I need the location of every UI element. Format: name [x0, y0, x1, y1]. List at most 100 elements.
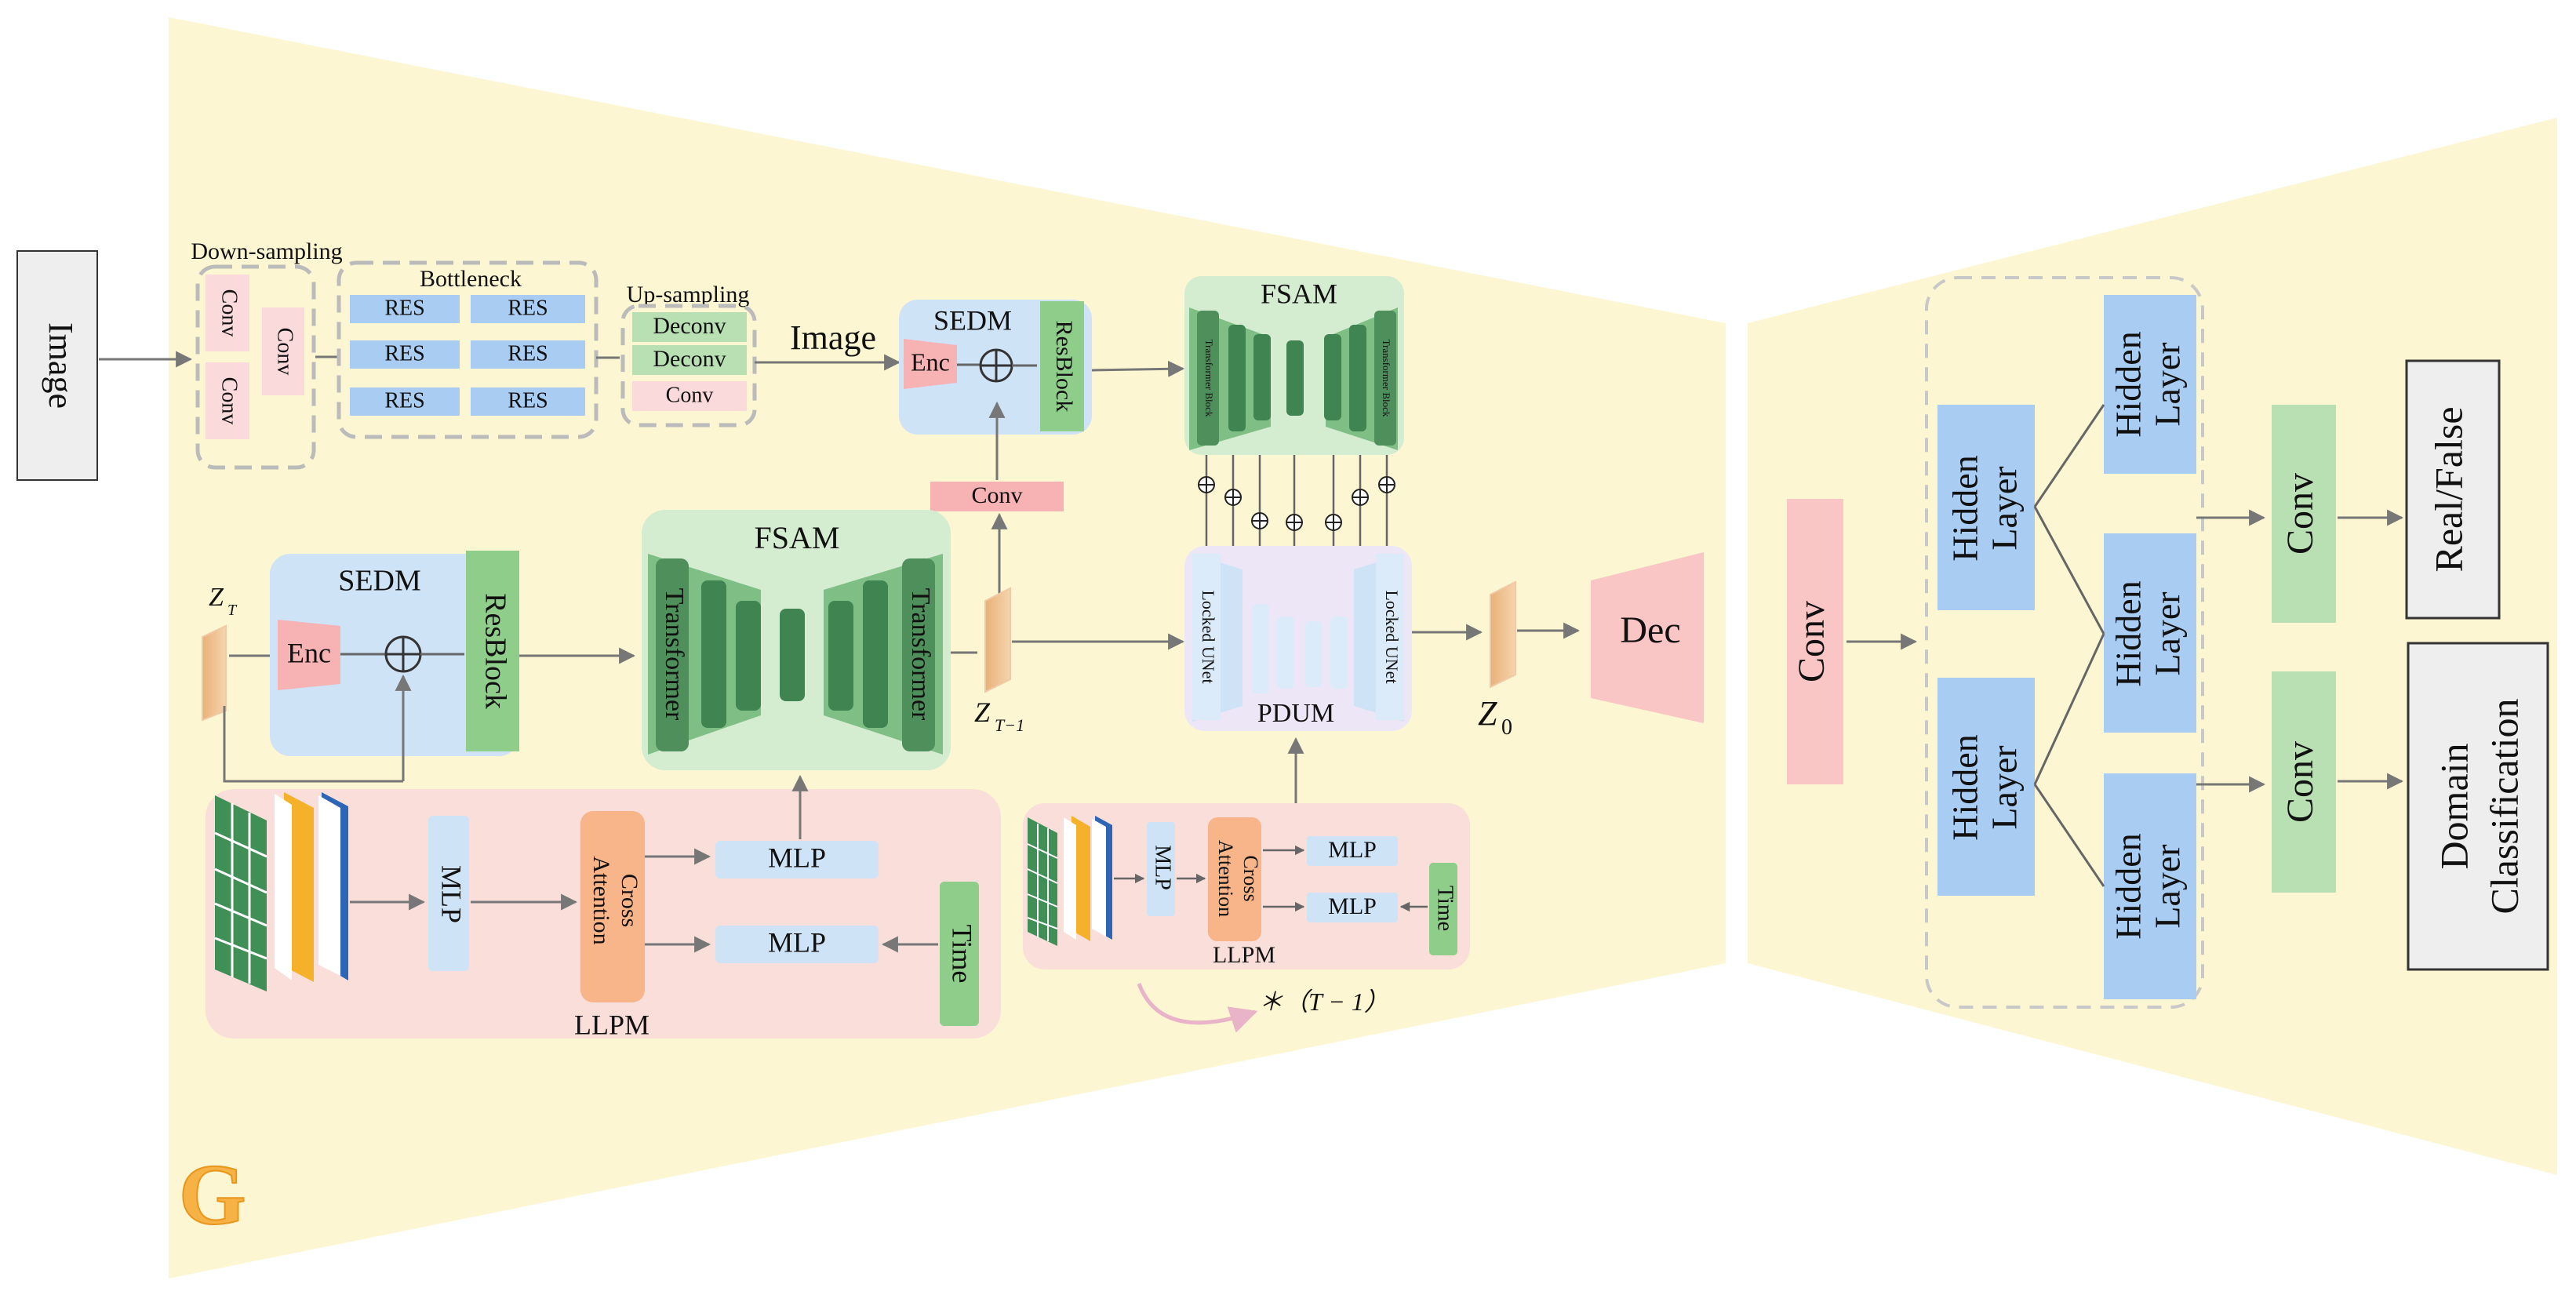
latent-ztm1: Z T−1 [974, 587, 1024, 735]
svg-text:Deconv: Deconv [653, 346, 726, 372]
svg-text:T−1: T−1 [995, 715, 1024, 735]
svg-text:FSAM: FSAM [1261, 278, 1337, 309]
svg-text:T: T [227, 602, 238, 619]
svg-text:SEDM: SEDM [338, 565, 421, 598]
llpm-big-cross-attention [580, 811, 645, 1002]
llpm-big-mlp-bottom [715, 926, 879, 963]
plus-circles [1198, 476, 1395, 531]
svg-text:RES: RES [384, 341, 424, 366]
svg-text:Enc: Enc [287, 637, 331, 668]
discriminator: Conv Hidden Layer Hidden Layer Hidden La… [1787, 276, 2549, 1009]
top-sedm-enc [904, 339, 957, 389]
llpm-small: MLP Cross Attention LLPM MLP MLP Time [1023, 803, 1470, 969]
svg-text:Dec: Dec [1620, 609, 1680, 651]
svg-text:ResBlock: ResBlock [478, 593, 511, 709]
svg-text:Layer: Layer [2148, 844, 2188, 928]
svg-text:FSAM: FSAM [755, 520, 840, 555]
top-sedm-resblock [1040, 301, 1084, 431]
svg-text:Layer: Layer [2148, 591, 2188, 675]
generator-letter: G [179, 1147, 246, 1242]
svg-text:Hidden: Hidden [2108, 580, 2148, 686]
input-image-box: Image [16, 250, 98, 481]
mid-sedm-resblock [466, 551, 519, 751]
upsampling-conv: Conv [632, 381, 747, 411]
svg-text:Time: Time [947, 925, 978, 984]
svg-text:Enc: Enc [911, 347, 950, 376]
svg-text:Z: Z [974, 697, 991, 728]
latent-zt: Z T [202, 583, 238, 722]
repeat-arc [1137, 983, 1258, 1033]
svg-text:Locked UNet: Locked UNet [1382, 590, 1402, 683]
disc-conv-top [2272, 405, 2336, 623]
svg-text:Transformer: Transformer [906, 588, 935, 721]
mid-sedm: SEDM Enc ResBlock [270, 551, 519, 756]
svg-text:Layer: Layer [1985, 466, 2025, 550]
llpm-small-cross-attention [1208, 817, 1261, 941]
downsampling-conv-1: Conv [206, 275, 249, 351]
bottleneck-res-1: RES [350, 295, 460, 323]
svg-text:RES: RES [384, 296, 424, 320]
svg-text:Cross: Cross [617, 874, 642, 927]
svg-text:Transformer: Transformer [660, 588, 689, 721]
llpm-small-mlp-in [1147, 822, 1175, 916]
svg-text:Z: Z [1478, 694, 1497, 733]
top-fsam-right-block: Transformer Block [1381, 340, 1392, 417]
feature-map-stack [214, 792, 348, 991]
svg-text:Attention: Attention [588, 856, 614, 944]
llpm-big-time [940, 882, 979, 1026]
svg-text:MLP: MLP [1328, 893, 1377, 919]
svg-text:Locked UNet: Locked UNet [1199, 590, 1218, 683]
small-conv: Conv [930, 482, 1064, 511]
bottleneck-res-4: RES [471, 340, 585, 369]
svg-text:MLP: MLP [768, 926, 826, 958]
top-fsam: FSAM Transformer Block Transformer Block [1184, 276, 1404, 455]
svg-text:Real/False: Real/False [2426, 406, 2470, 572]
repeat-label: ＊（T − 1） [1258, 988, 1389, 1016]
svg-text:Conv: Conv [666, 383, 714, 407]
svg-text:Conv: Conv [273, 328, 297, 376]
decoder: Dec [1591, 552, 1704, 723]
out-domain-classification [2407, 642, 2549, 971]
bottleneck-res-5: RES [350, 387, 460, 416]
svg-text:LLPM: LLPM [574, 1009, 649, 1040]
feature-map-stack-small [1027, 816, 1112, 946]
upsampling-deconv-2: Deconv [632, 345, 747, 375]
llpm-big-mlp-top [715, 841, 879, 878]
svg-text:Conv: Conv [217, 377, 242, 425]
svg-text:Hidden: Hidden [1945, 455, 1985, 561]
top-fsam-left-block: Transformer Block [1203, 340, 1215, 417]
out-real-false [2405, 359, 2501, 620]
mid-sedm-enc [278, 620, 340, 690]
disc-conv-bottom [2272, 671, 2336, 893]
svg-text:Hidden: Hidden [1945, 734, 1985, 840]
upsampling-deconv-1: Deconv [632, 312, 747, 342]
hidden-layer-2 [1937, 678, 2035, 896]
hidden-layer-3 [2104, 295, 2196, 474]
svg-text:RES: RES [508, 388, 548, 413]
upsampling-group [620, 304, 757, 427]
svg-text:Conv: Conv [217, 289, 242, 337]
svg-text:MLP: MLP [1328, 837, 1377, 863]
svg-text:Cross: Cross [1239, 855, 1262, 901]
svg-text:Deconv: Deconv [653, 313, 726, 339]
svg-text:Layer: Layer [1985, 745, 2025, 829]
input-image-label: Image [42, 322, 80, 409]
svg-text:Domain: Domain [2432, 743, 2476, 869]
downsampling-title: Down-sampling [191, 238, 342, 264]
latent-z0: Z 0 [1478, 580, 1516, 740]
svg-text:ResBlock: ResBlock [1051, 321, 1077, 413]
svg-text:Conv: Conv [1791, 601, 1832, 682]
downsampling-conv-2: Conv [206, 362, 249, 439]
bottleneck-res-2: RES [471, 295, 585, 323]
top-sedm: SEDM Enc ResBlock [899, 300, 1092, 435]
hidden-layer-1 [1937, 405, 2035, 610]
svg-text:MLP: MLP [436, 865, 468, 923]
svg-text:RES: RES [508, 341, 548, 366]
svg-text:MLP: MLP [1151, 845, 1175, 890]
llpm-small-mlp-top [1307, 836, 1398, 866]
svg-text:LLPM: LLPM [1213, 942, 1275, 968]
bottleneck-title: Bottleneck [420, 266, 522, 292]
svg-text:Conv: Conv [971, 482, 1022, 508]
svg-text:Hidden: Hidden [2108, 833, 2148, 939]
svg-text:PDUM: PDUM [1257, 699, 1334, 728]
